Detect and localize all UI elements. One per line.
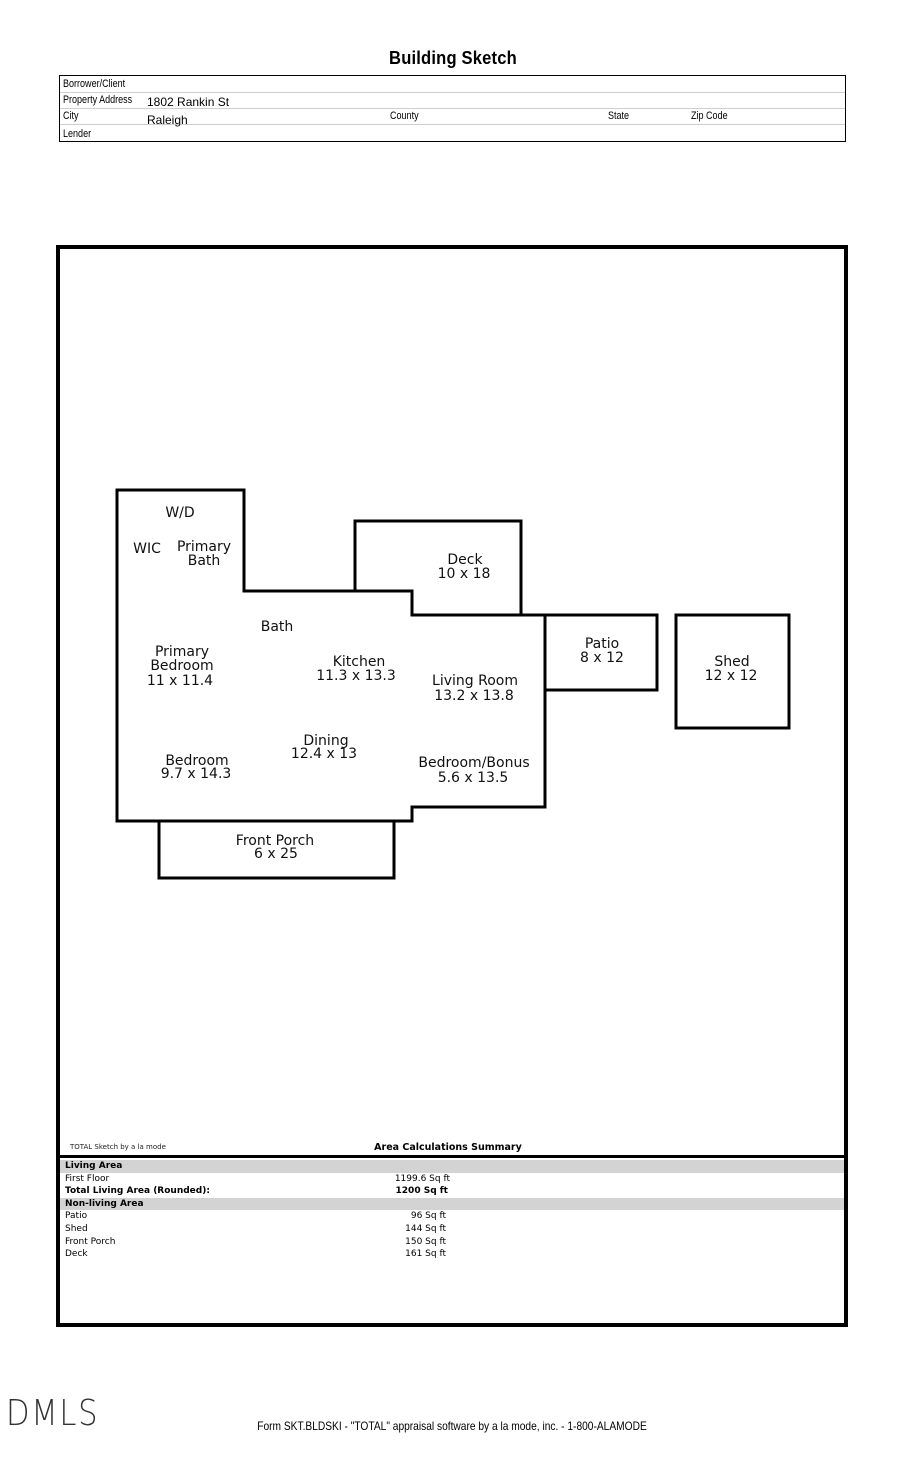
room-bonus-dims: 5.6 x 13.5 [438,770,509,786]
total-living-row: Total Living Area (Rounded): 1200 Sq ft [60,1185,844,1198]
sketch-frame [56,245,848,1327]
city-label: City [63,110,79,122]
area-summary-title: Area Calculations Summary [374,1142,522,1153]
room-primary-bath-line1: Primary [177,539,231,555]
nonliving-area-header: Non-living Area [60,1197,844,1211]
room-primary-bedroom-line1: Primary [155,644,209,660]
room-primary-bedroom-dims: 11 x 11.4 [147,673,213,689]
room-primary-bath-line2: Bath [188,553,221,569]
row-value: 1199.6 Sq ft [394,1173,450,1184]
room-dining-dims: 12.4 x 13 [291,746,357,762]
shed-outline [674,613,791,730]
area-summary-table: Living Area First Floor 1199.6 Sq ft Tot… [60,1160,844,1261]
room-living-dims: 13.2 x 13.8 [434,688,514,704]
borrower-label: Borrower/Client [63,78,126,90]
room-deck-dims: 10 x 18 [438,566,491,582]
row-label: Front Porch [65,1236,116,1247]
row-label: Deck [65,1249,88,1260]
lender-label: Lender [63,128,92,140]
row-label: Shed [65,1223,88,1234]
table-row: First Floor 1199.6 Sq ft [60,1173,844,1186]
lender-row: Lender [60,124,845,140]
property-info-table: Borrower/Client Property Address 1802 Ra… [59,75,846,142]
row-value: 144 Sq ft [405,1223,446,1234]
room-shed: Shed [714,654,749,670]
room-kitchen-dims: 11.3 x 13.3 [316,668,396,684]
row-value: 96 Sq ft [410,1211,446,1222]
room-living: Living Room [432,673,518,689]
sketch-credit: TOTAL Sketch by a la mode [70,1143,166,1151]
room-patio: Patio [585,636,619,652]
room-patio-dims: 8 x 12 [580,650,624,666]
county-label: County [390,110,419,122]
row-value: 161 Sq ft [405,1249,446,1260]
summary-divider [58,1155,846,1158]
city-row: City Raleigh County State Zip Code [60,108,845,127]
living-area-header: Living Area [60,1160,844,1173]
patio-outline [543,613,659,692]
row-value: 150 Sq ft [405,1236,446,1247]
room-wic: WIC [133,541,161,557]
address-label: Property Address [63,94,133,106]
room-bath: Bath [261,619,294,635]
room-bonus: Bedroom/Bonus [418,755,529,771]
room-deck: Deck [447,552,483,568]
address-value: 1802 Rankin St [147,95,230,109]
room-front-porch: Front Porch [236,833,314,849]
document-title: Building Sketch [389,48,517,68]
room-kitchen: Kitchen [333,654,386,670]
borrower-row: Borrower/Client [60,76,845,93]
room-bedroom: Bedroom [165,753,228,769]
dmls-logo: DMLS [6,1393,100,1434]
address-row: Property Address 1802 Rankin St [60,92,845,109]
row-label: First Floor [65,1173,110,1184]
room-bedroom-dims: 9.7 x 14.3 [161,766,232,782]
room-primary-bedroom-line2: Bedroom [150,658,213,674]
table-row: Front Porch 150 Sq ft [60,1236,844,1249]
total-value: 1200 Sq ft [395,1186,448,1197]
deck-outline [353,519,523,615]
room-wd: W/D [165,505,194,521]
living-area-header-label: Living Area [65,1161,123,1171]
form-footer: Form SKT.BLDSKI - "TOTAL" appraisal soft… [257,1419,647,1433]
room-front-porch-dims: 6 x 25 [254,846,298,862]
zip-label: Zip Code [691,110,728,122]
nonliving-area-header-label: Non-living Area [65,1198,144,1209]
room-dining: Dining [303,733,348,749]
state-label: State [608,110,630,122]
front-porch-outline [157,821,396,880]
table-row: Shed 144 Sq ft [60,1223,844,1236]
total-label: Total Living Area (Rounded): [65,1186,210,1197]
table-row: Deck 161 Sq ft [60,1248,844,1261]
table-row: Patio 96 Sq ft [60,1210,844,1223]
room-shed-dims: 12 x 12 [705,668,758,684]
row-label: Patio [65,1211,88,1222]
city-value: Raleigh [147,113,188,127]
